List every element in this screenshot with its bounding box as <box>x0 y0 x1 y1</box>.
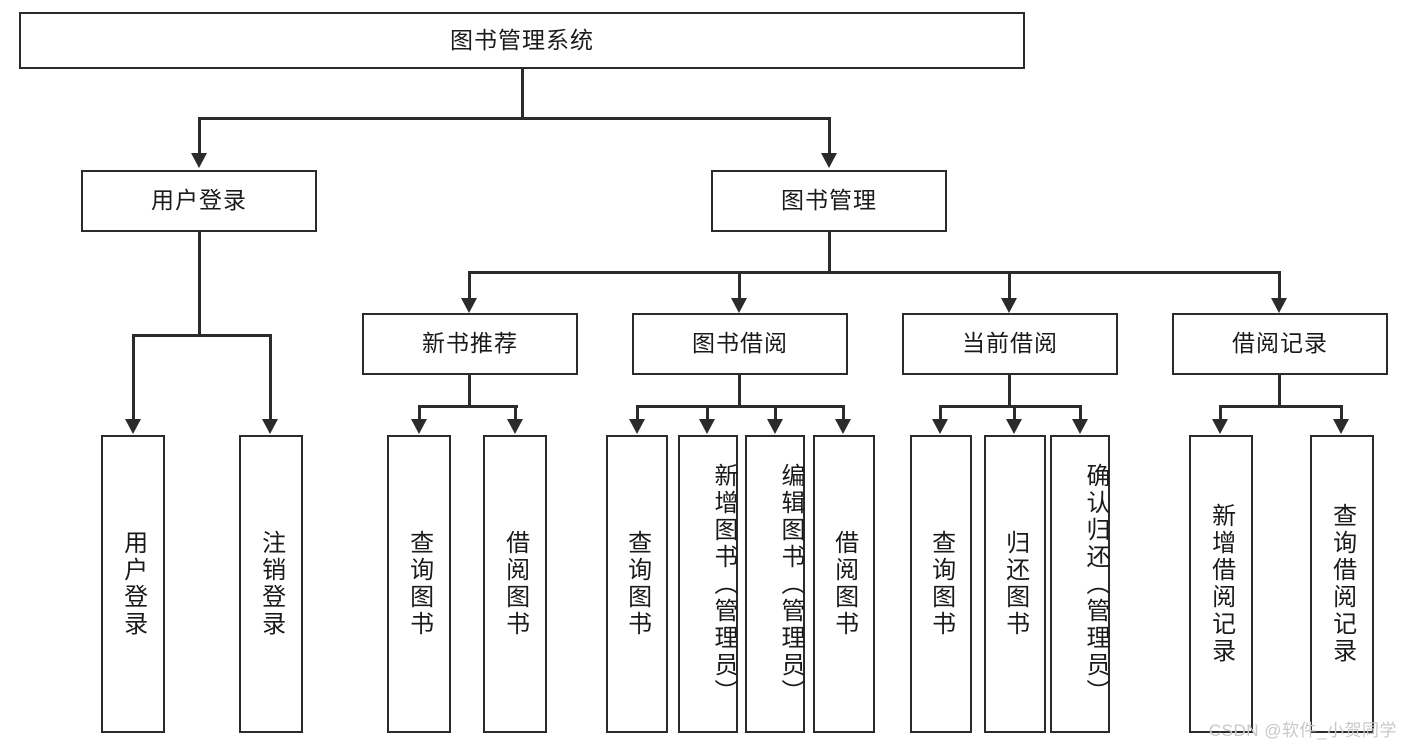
leaf-query-books-recommend[interactable]: 查询图书 <box>387 435 451 733</box>
arrow-to-leaf-return-book <box>1006 419 1022 434</box>
connector-root-to-user-login <box>198 117 201 153</box>
connector-borrow-bar <box>636 405 844 408</box>
node-borrow-records[interactable]: 借阅记录 <box>1172 313 1388 375</box>
connector-borrow-to-leaf-1 <box>636 405 639 419</box>
arrow-to-leaf-edit-book <box>767 419 783 434</box>
leaf-add-book-admin[interactable]: 新增图书（管理员） <box>678 435 738 733</box>
leaf-borrow-books-recommend[interactable]: 借阅图书 <box>483 435 547 733</box>
connector-records-to-leaf-1 <box>1219 405 1222 419</box>
node-current-borrow[interactable]: 当前借阅 <box>902 313 1118 375</box>
arrow-to-leaf-query-books-1 <box>411 419 427 434</box>
connector-book-mgmt-to-current <box>1008 271 1011 298</box>
arrow-to-leaf-add-book <box>699 419 715 434</box>
node-root[interactable]: 图书管理系统 <box>19 12 1025 69</box>
connector-new-books-bar <box>418 405 518 408</box>
connector-records-bar <box>1219 405 1343 408</box>
arrow-to-book-mgmt <box>821 153 837 168</box>
connector-new-books-stem <box>468 375 471 407</box>
connector-current-stem <box>1008 375 1011 407</box>
connector-book-mgmt-to-borrow <box>738 271 741 298</box>
connector-user-login-stem <box>198 232 201 336</box>
connector-new-books-to-leaf-1 <box>418 405 421 419</box>
connector-borrow-to-leaf-4 <box>842 405 845 419</box>
connector-current-bar <box>939 405 1081 408</box>
arrow-to-new-books <box>461 298 477 313</box>
connector-current-to-leaf-1 <box>939 405 942 419</box>
arrow-to-leaf-add-record <box>1212 419 1228 434</box>
connector-root-to-book-mgmt <box>828 117 831 153</box>
leaf-query-books-current[interactable]: 查询图书 <box>910 435 972 733</box>
arrow-to-user-login <box>191 153 207 168</box>
connector-book-mgmt-stem <box>828 232 831 274</box>
csdn-watermark: CSDN @软件_小贺同学 <box>1208 721 1397 740</box>
leaf-query-books-borrow[interactable]: 查询图书 <box>606 435 668 733</box>
leaf-edit-book-admin[interactable]: 编辑图书（管理员） <box>745 435 805 733</box>
connector-records-to-leaf-2 <box>1340 405 1343 419</box>
leaf-add-borrow-record[interactable]: 新增借阅记录 <box>1189 435 1253 733</box>
node-book-management[interactable]: 图书管理 <box>711 170 947 232</box>
leaf-confirm-return-admin[interactable]: 确认归还（管理员） <box>1050 435 1110 733</box>
connector-borrow-to-leaf-3 <box>774 405 777 419</box>
connector-records-stem <box>1278 375 1281 407</box>
arrow-to-borrow-records <box>1271 298 1287 313</box>
connector-root-bar <box>198 117 830 120</box>
leaf-return-books[interactable]: 归还图书 <box>984 435 1046 733</box>
arrow-to-leaf-query-record <box>1333 419 1349 434</box>
connector-user-login-to-leaf-2 <box>269 334 272 419</box>
arrow-to-leaf-query-books-3 <box>932 419 948 434</box>
arrow-to-leaf-confirm-return <box>1072 419 1088 434</box>
connector-current-to-leaf-2 <box>1013 405 1016 419</box>
connector-book-mgmt-to-new-books <box>468 271 471 298</box>
leaf-query-borrow-record[interactable]: 查询借阅记录 <box>1310 435 1374 733</box>
node-book-borrow[interactable]: 图书借阅 <box>632 313 848 375</box>
connector-root-stem <box>521 69 524 119</box>
arrow-to-leaf-query-books-2 <box>629 419 645 434</box>
connector-book-mgmt-bar <box>468 271 1280 274</box>
leaf-borrow-books-borrow[interactable]: 借阅图书 <box>813 435 875 733</box>
arrow-to-borrow <box>731 298 747 313</box>
arrow-to-leaf-user-login <box>125 419 141 434</box>
connector-book-mgmt-to-records <box>1278 271 1281 298</box>
connector-user-login-bar <box>132 334 272 337</box>
leaf-user-login[interactable]: 用户登录 <box>101 435 165 733</box>
node-new-book-recommend[interactable]: 新书推荐 <box>362 313 578 375</box>
connector-current-to-leaf-3 <box>1079 405 1082 419</box>
connector-new-books-to-leaf-2 <box>514 405 517 419</box>
arrow-to-leaf-logout <box>262 419 278 434</box>
leaf-logout[interactable]: 注销登录 <box>239 435 303 733</box>
connector-user-login-to-leaf-1 <box>132 334 135 419</box>
arrow-to-leaf-borrow-books-2 <box>835 419 851 434</box>
arrow-to-leaf-borrow-books-1 <box>507 419 523 434</box>
connector-borrow-to-leaf-2 <box>706 405 709 419</box>
arrow-to-current-borrow <box>1001 298 1017 313</box>
connector-borrow-stem <box>738 375 741 407</box>
node-user-login[interactable]: 用户登录 <box>81 170 317 232</box>
